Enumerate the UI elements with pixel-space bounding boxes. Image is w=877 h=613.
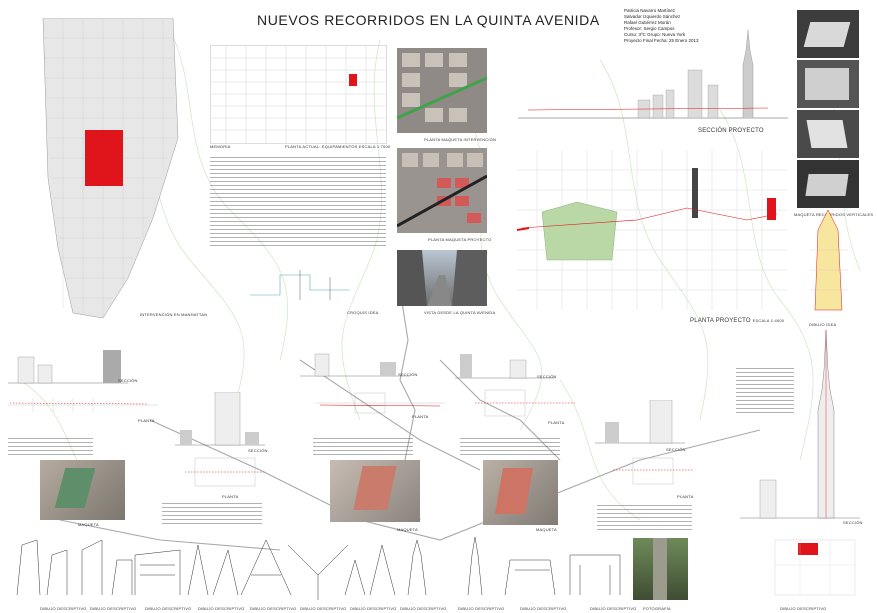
caption-2: DIBUJO DESCRIPTIVO bbox=[90, 606, 137, 611]
sketch-9 bbox=[467, 536, 483, 596]
seccion-drawing-3 bbox=[300, 353, 410, 377]
planta-label-2: PLANTA bbox=[222, 494, 239, 499]
maqueta-label-c: MAQUETA bbox=[536, 527, 557, 532]
memoria-text-block bbox=[210, 157, 386, 257]
intervencion-label: INTERVENCIÓN EN MANHATTAN bbox=[140, 312, 208, 317]
caption-12: FOTOGRAFÍA bbox=[643, 606, 671, 611]
planta-actual-map bbox=[210, 45, 387, 144]
planta-label-3: PLANTA bbox=[412, 414, 429, 419]
maqueta-photo-c bbox=[483, 460, 558, 525]
sketch-10 bbox=[504, 559, 556, 596]
sketch-2 bbox=[81, 539, 133, 596]
croquis-label: CROQUIS IDEA bbox=[347, 310, 379, 315]
maqueta-recorridos-label: MAQUETA RECORRIDOS VERTICALES bbox=[794, 212, 874, 217]
planta-drawing-4 bbox=[475, 389, 575, 417]
planta-proyecto-label: PLANTA PROYECTO ESCALA 1:4000 bbox=[690, 318, 784, 324]
block-text-4 bbox=[460, 438, 560, 458]
vista-quinta-photo bbox=[397, 250, 487, 306]
planta-drawing-3 bbox=[315, 392, 445, 414]
maqueta-label-a: MAQUETA bbox=[78, 522, 99, 527]
seccion-label-4: SECCIÓN bbox=[537, 374, 557, 379]
credit-line: Salvador Izquierdo Sánchez bbox=[624, 14, 681, 19]
caption-1: DIBUJO DESCRIPTIVO bbox=[40, 606, 87, 611]
caption-11: DIBUJO DESCRIPTIVO bbox=[590, 606, 637, 611]
maqueta-photo-3 bbox=[797, 110, 859, 158]
seccion-drawing-4 bbox=[455, 354, 555, 379]
block-text-2 bbox=[162, 503, 262, 529]
credit-line: Patricia Navarro Martínez bbox=[624, 8, 676, 13]
dibujo-idea-sketch bbox=[810, 210, 848, 311]
seccion-label-1: SECCIÓN bbox=[118, 378, 138, 383]
credit-line: Curso: 3ºC Grupo: Nueva York bbox=[624, 32, 686, 37]
page-title: NUEVOS RECORRIDOS EN LA QUINTA AVENIDA bbox=[257, 12, 600, 28]
planta-final bbox=[774, 539, 856, 596]
credit-line: Proyecto Final Fecha: 25 Enero 2013 bbox=[624, 38, 699, 43]
planta-label-4: PLANTA bbox=[548, 420, 565, 425]
seccion-proyecto-label: SECCIÓN PROYECTO bbox=[698, 128, 764, 134]
caption-8: DIBUJO DESCRIPTIVO bbox=[400, 606, 447, 611]
block-text-6 bbox=[736, 368, 794, 418]
maqueta-photo-b bbox=[330, 460, 420, 522]
block-text-5 bbox=[597, 505, 692, 533]
maqueta-proyecto-label: PLANTA MAQUETA PROYECTO bbox=[428, 237, 492, 242]
manhattan-map bbox=[33, 18, 183, 323]
caption-4: DIBUJO DESCRIPTIVO bbox=[198, 606, 245, 611]
vista-quinta-label: VISTA DESDE LA QUINTA AVENIDA bbox=[424, 310, 496, 315]
maqueta-proyecto-photo bbox=[397, 148, 487, 233]
sketch-7 bbox=[344, 544, 396, 596]
credit-line: Rafael Gutiérrez Morán bbox=[624, 20, 671, 25]
caption-5: DIBUJO DESCRIPTIVO bbox=[250, 606, 297, 611]
credit-line: Profesor: Sergio Campos bbox=[624, 26, 675, 31]
planta-drawing-5 bbox=[613, 457, 693, 485]
planta-drawing-1 bbox=[8, 398, 158, 412]
sketch-5 bbox=[240, 539, 292, 596]
caption-3: DIBUJO DESCRIPTIVO bbox=[145, 606, 192, 611]
seccion-drawing-1 bbox=[8, 350, 128, 384]
planta-proyecto-title: PLANTA PROYECTO bbox=[690, 318, 751, 324]
sketch-4 bbox=[187, 544, 239, 596]
credits: Patricia Navarro Martínez Salvador Izqui… bbox=[624, 8, 734, 44]
caption-7: DIBUJO DESCRIPTIVO bbox=[350, 606, 397, 611]
memoria-label: MEMORIA bbox=[210, 144, 231, 149]
fotografia-photo bbox=[633, 538, 688, 600]
seccion-label-2: SECCIÓN bbox=[248, 448, 268, 453]
caption-6: DIBUJO DESCRIPTIVO bbox=[300, 606, 347, 611]
planta-label-1: PLANTA bbox=[138, 418, 155, 423]
maqueta-intervencion-photo bbox=[397, 48, 487, 133]
descriptive-row: DIBUJO DESCRIPTIVO DIBUJO DESCRIPTIVO DI… bbox=[0, 535, 877, 613]
croquis-idea bbox=[250, 270, 350, 300]
maqueta-photo-a bbox=[40, 460, 125, 520]
planta-label-5: PLANTA bbox=[677, 494, 694, 499]
sketch-1 bbox=[16, 539, 68, 596]
seccion-proyecto-drawing bbox=[518, 30, 788, 119]
block-text-1 bbox=[8, 438, 93, 460]
seccion-label-5: SECCIÓN bbox=[666, 447, 686, 452]
maqueta-intervencion-label: PLANTA MAQUETA INTERVENCIÓN bbox=[424, 137, 497, 142]
seccion-label-3: SECCIÓN bbox=[398, 372, 418, 377]
planta-proyecto-scale: ESCALA 1:4000 bbox=[752, 318, 785, 323]
block-text-3 bbox=[313, 438, 413, 458]
planta-proyecto-drawing bbox=[517, 150, 787, 310]
seccion-label-6: SECCIÓN bbox=[843, 520, 863, 525]
planta-drawing-2 bbox=[185, 457, 265, 487]
seccion-drawing-2 bbox=[175, 392, 265, 446]
maqueta-photo-1 bbox=[797, 10, 859, 58]
seccion-drawing-5 bbox=[595, 400, 685, 444]
sketch-6 bbox=[288, 544, 348, 600]
seccion-drawing-6 bbox=[740, 330, 860, 519]
maqueta-photo-2 bbox=[797, 60, 859, 108]
maqueta-photo-4 bbox=[797, 160, 859, 208]
dibujo-idea-label: DIBUJO IDEA bbox=[809, 322, 837, 327]
planta-actual-label: PLANTA ACTUAL: EQUIPAMIENTOS ESCALA 1:70… bbox=[285, 144, 391, 149]
caption-9: DIBUJO DESCRIPTIVO bbox=[458, 606, 505, 611]
sketch-11 bbox=[569, 554, 621, 595]
sketch-8 bbox=[407, 539, 427, 596]
sketch-3 bbox=[134, 549, 181, 595]
caption-13: DIBUJO DESCRIPTIVO bbox=[780, 606, 827, 611]
caption-10: DIBUJO DESCRIPTIVO bbox=[520, 606, 567, 611]
maqueta-label-b: MAQUETA bbox=[397, 527, 418, 532]
